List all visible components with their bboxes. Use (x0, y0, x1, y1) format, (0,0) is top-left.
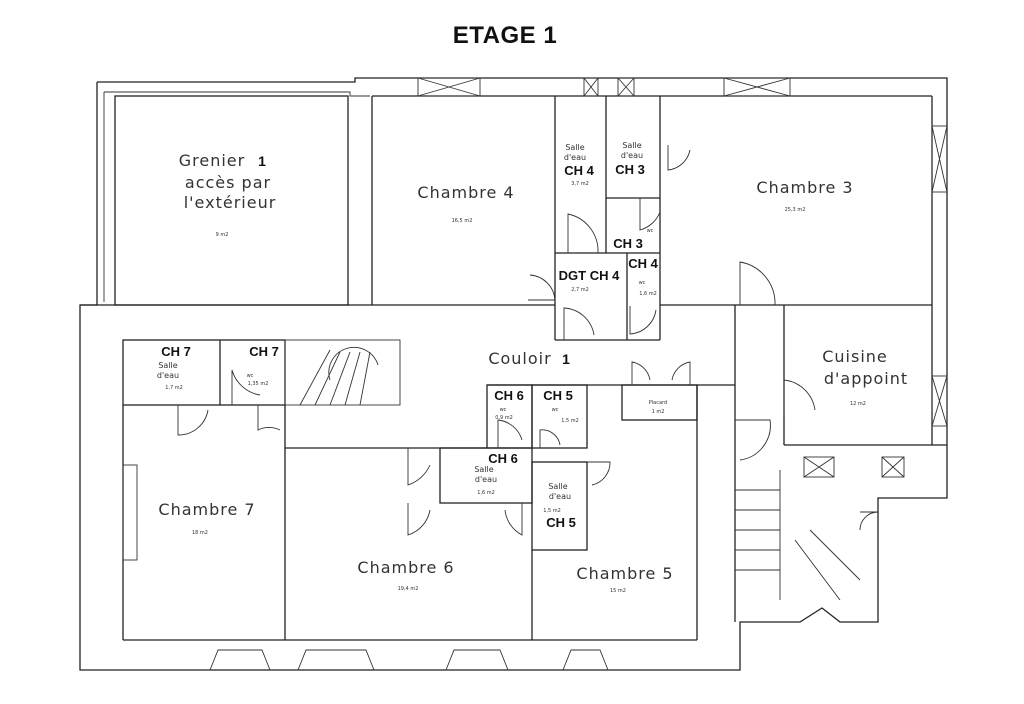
svg-text:Chambre 3: Chambre 3 (756, 178, 853, 197)
room-chambre-5: Chambre 5 15 m2 (576, 564, 673, 594)
svg-text:1,5 m2: 1,5 m2 (561, 418, 579, 424)
svg-text:CH 4: CH 4 (564, 163, 594, 178)
room-chambre-3: Chambre 3 25,3 m2 (756, 178, 853, 213)
svg-text:Grenier: Grenier (179, 151, 245, 170)
room-dgt-ch4: DGT CH 4 2,7 m2 (559, 268, 620, 293)
svg-text:wc: wc (500, 407, 507, 413)
svg-text:25,3 m2: 25,3 m2 (785, 207, 806, 213)
svg-text:CH 6: CH 6 (494, 388, 524, 403)
svg-text:d'eau: d'eau (157, 371, 179, 380)
svg-text:CH 5: CH 5 (543, 388, 573, 403)
svg-text:15 m2: 15 m2 (610, 588, 626, 594)
svg-text:16,5 m2: 16,5 m2 (452, 218, 473, 224)
outer-walls (79, 77, 948, 671)
svg-text:d'eau: d'eau (564, 153, 586, 162)
svg-text:d'appoint: d'appoint (824, 369, 908, 388)
svg-text:wc: wc (552, 407, 559, 413)
room-wc-ch7: CH 7 wc 1,35 m2 (247, 344, 279, 387)
svg-text:Salle: Salle (158, 361, 177, 370)
svg-text:DGT CH 4: DGT CH 4 (559, 268, 620, 283)
svg-text:l'extérieur: l'extérieur (184, 193, 277, 212)
svg-text:CH 7: CH 7 (249, 344, 279, 359)
room-chambre-6: Chambre 6 19,4 m2 (357, 558, 454, 592)
room-salle-eau-ch3: Salle d'eau CH 3 (615, 141, 645, 177)
room-salle-eau-ch6: CH 6 Salle d'eau 1,6 m2 (474, 451, 517, 496)
room-chambre-4: Chambre 4 16,5 m2 (417, 183, 514, 224)
svg-text:CH 3: CH 3 (613, 236, 643, 251)
svg-text:Salle: Salle (565, 143, 584, 152)
doors (177, 145, 879, 536)
room-wc-ch5: CH 5 wc 1,5 m2 (543, 388, 579, 424)
room-salle-eau-ch5: Salle d'eau 1,5 m2 CH 5 (543, 482, 576, 530)
room-wc-ch6: CH 6 wc 0,9 m2 (494, 388, 524, 421)
svg-text:CH 4: CH 4 (628, 256, 658, 271)
svg-text:2,7 m2: 2,7 m2 (571, 287, 589, 293)
room-grenier: Grenier 1 accès par l'extérieur 9 m2 (179, 151, 277, 238)
room-salle-eau-ch4: Salle d'eau CH 4 3,7 m2 (564, 143, 595, 187)
svg-text:d'eau: d'eau (621, 151, 643, 160)
svg-text:1,5 m2: 1,5 m2 (543, 508, 561, 514)
room-wc-ch3: wc CH 3 (613, 228, 653, 251)
svg-text:CH 5: CH 5 (546, 515, 576, 530)
room-chambre-7: Chambre 7 18 m2 (158, 500, 255, 536)
svg-text:9 m2: 9 m2 (216, 232, 229, 238)
svg-text:12 m2: 12 m2 (850, 401, 866, 407)
svg-text:Couloir: Couloir (488, 349, 551, 368)
room-cuisine: Cuisine d'appoint 12 m2 (822, 347, 908, 407)
svg-text:accès par: accès par (185, 173, 271, 192)
svg-text:CH 6: CH 6 (488, 451, 518, 466)
svg-text:d'eau: d'eau (549, 492, 571, 501)
svg-text:Chambre 6: Chambre 6 (357, 558, 454, 577)
svg-text:d'eau: d'eau (475, 475, 497, 484)
svg-text:1: 1 (562, 351, 570, 367)
svg-text:1,35 m2: 1,35 m2 (248, 381, 269, 387)
svg-text:Salle: Salle (622, 141, 641, 150)
svg-text:19,4 m2: 19,4 m2 (398, 586, 419, 592)
plan-title: ETAGE 1 (452, 22, 558, 49)
svg-text:Chambre 5: Chambre 5 (576, 564, 673, 583)
svg-text:Salle: Salle (474, 465, 493, 474)
svg-text:1: 1 (258, 153, 266, 169)
svg-text:Placard: Placard (649, 400, 667, 406)
svg-text:1,6 m2: 1,6 m2 (639, 291, 657, 297)
svg-text:0,9 m2: 0,9 m2 (495, 415, 513, 421)
svg-text:18 m2: 18 m2 (192, 530, 208, 536)
svg-text:3,7 m2: 3,7 m2 (571, 181, 589, 187)
svg-text:Salle: Salle (548, 482, 567, 491)
svg-text:Chambre 7: Chambre 7 (158, 500, 255, 519)
svg-text:CH 7: CH 7 (161, 344, 191, 359)
room-couloir: Couloir 1 (488, 349, 570, 368)
room-salle-eau-ch7: CH 7 Salle d'eau 1,7 m2 (157, 344, 191, 391)
svg-text:wc: wc (647, 228, 654, 234)
svg-text:1,6 m2: 1,6 m2 (477, 490, 495, 496)
svg-text:wc: wc (247, 373, 254, 379)
svg-text:CH 3: CH 3 (615, 162, 645, 177)
room-wc-ch4: CH 4 wc 1,6 m2 (628, 256, 658, 297)
windows (209, 77, 948, 671)
svg-text:wc: wc (639, 280, 646, 286)
room-placard: Placard 1 m2 (649, 400, 667, 415)
svg-text:Cuisine: Cuisine (822, 347, 888, 366)
svg-text:1,7 m2: 1,7 m2 (165, 385, 183, 391)
svg-text:1 m2: 1 m2 (652, 409, 665, 415)
svg-text:Chambre 4: Chambre 4 (417, 183, 514, 202)
